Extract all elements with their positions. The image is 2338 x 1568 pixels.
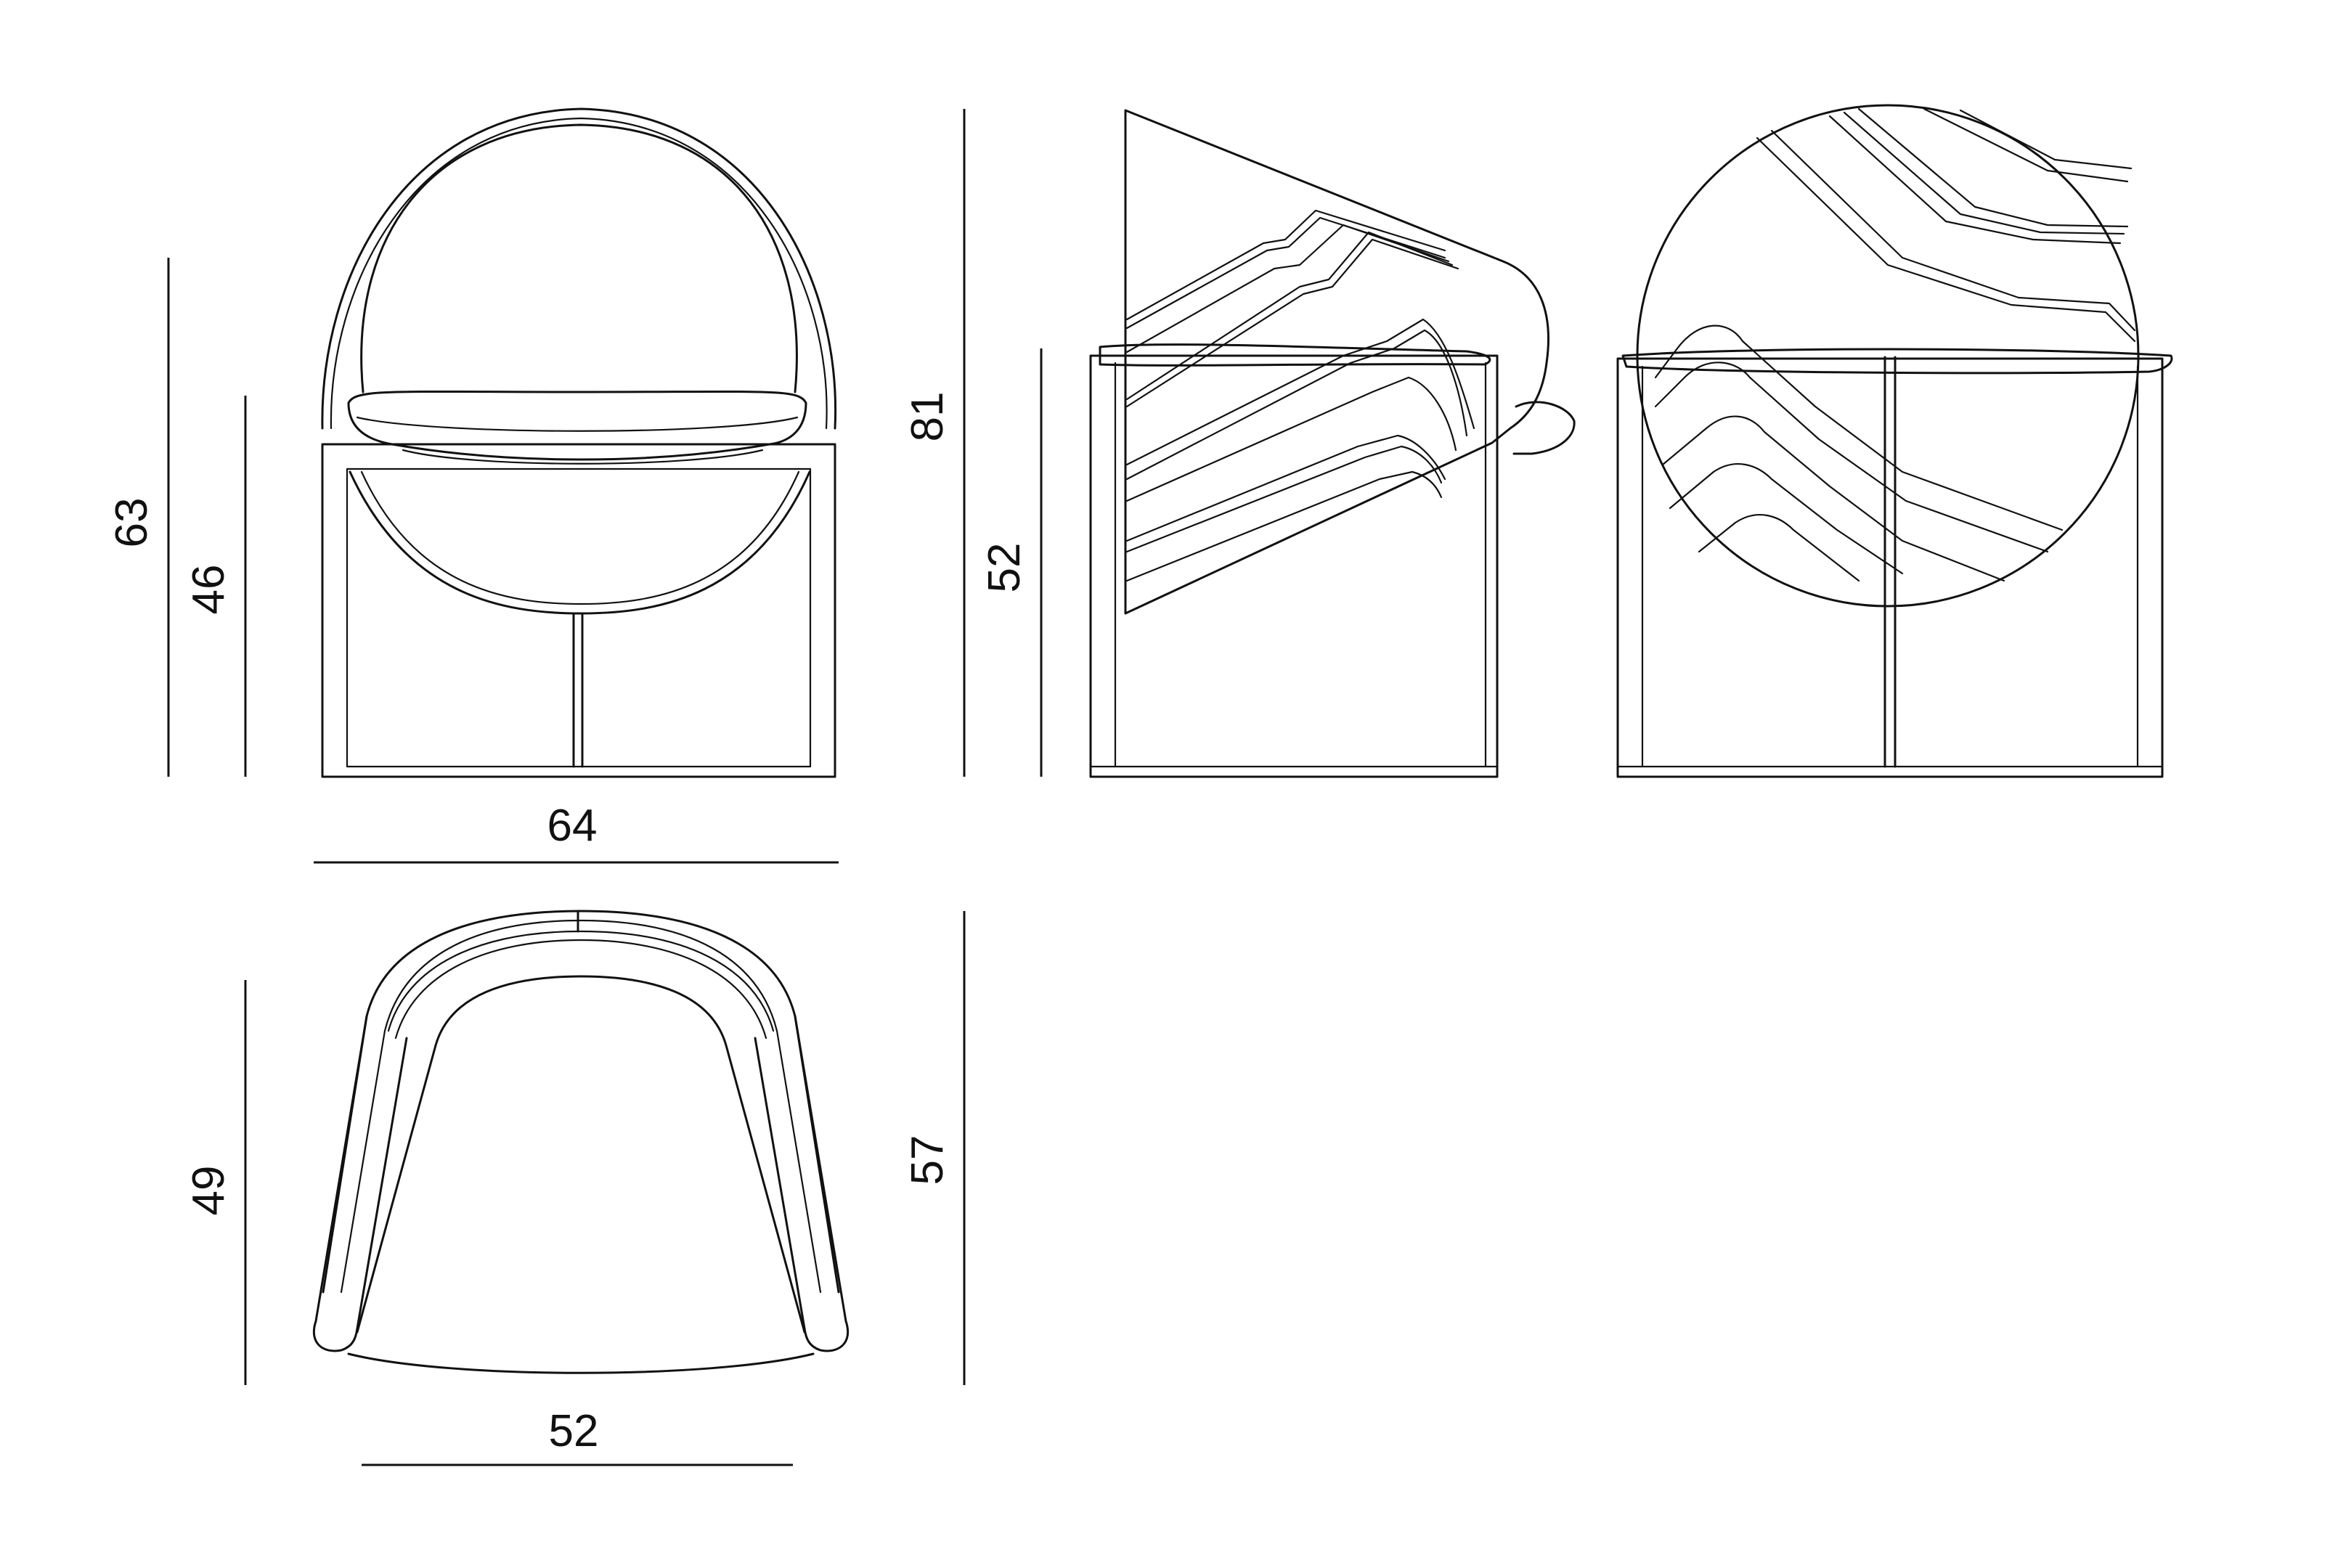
side-shell — [1124, 109, 1549, 615]
side-seat — [1099, 343, 1491, 367]
back-strata-1 — [1756, 136, 2136, 343]
back-strata-8 — [1654, 324, 2064, 531]
label-top-depth-right: 57 — [903, 1135, 953, 1185]
front-frame-inner — [346, 467, 812, 768]
back-strata-12 — [1698, 514, 1860, 582]
back-frame-outer — [1616, 357, 2164, 778]
label-top-depth-left: 49 — [184, 1166, 234, 1216]
back-view — [1616, 104, 2173, 778]
label-top-width: 52 — [549, 1406, 599, 1456]
front-frame-outer — [321, 443, 836, 778]
top-shell-edge-2 — [387, 930, 775, 1032]
back-strata-4 — [1843, 111, 2125, 235]
label-front-seat-height: 46 — [184, 565, 234, 615]
side-strata-5 — [1125, 238, 1459, 408]
back-strata-5 — [1857, 107, 2129, 228]
side-rear-handle — [1512, 401, 1576, 455]
front-seat-base — [402, 449, 764, 465]
side-strata-10 — [1125, 445, 1443, 553]
side-strata-9 — [1125, 434, 1446, 542]
front-shell-outer — [321, 107, 837, 430]
front-seat-cushion-edge — [356, 416, 799, 432]
top-shell-outer — [322, 910, 840, 1294]
front-lower-bowl-inner — [360, 470, 800, 605]
front-shell-inner — [360, 123, 798, 393]
label-front-width: 64 — [547, 801, 598, 851]
side-view — [1089, 109, 1576, 778]
side-strata-6 — [1125, 318, 1475, 466]
back-strata-10 — [1661, 415, 2005, 582]
label-side-overall-height: 81 — [903, 392, 953, 442]
back-strata-3 — [1828, 115, 2122, 245]
top-seat-front-edge — [347, 1352, 815, 1374]
back-strata-9 — [1654, 362, 2049, 553]
back-strata-11 — [1669, 463, 1904, 575]
front-shell-inner-edge — [330, 117, 828, 430]
top-shell-edge-1 — [340, 919, 822, 1294]
back-strata-6 — [1923, 107, 2129, 183]
back-shell-disc — [1636, 104, 2140, 608]
dimension-lines — [167, 109, 1043, 1466]
top-arm-left — [312, 1015, 408, 1352]
top-shell-edge-3 — [394, 939, 767, 1040]
back-seat — [1621, 348, 2173, 375]
side-strata-11 — [1125, 470, 1443, 582]
front-seat-cushion — [347, 390, 807, 461]
label-front-overall-height: 63 — [107, 498, 157, 548]
side-strata-7 — [1125, 329, 1468, 481]
back-strata-7 — [1959, 109, 2133, 170]
top-arm-right — [754, 1015, 850, 1352]
side-strata-8 — [1125, 376, 1457, 502]
front-view — [321, 107, 837, 778]
side-strata-3 — [1125, 224, 1450, 354]
side-strata-2 — [1125, 216, 1446, 330]
side-strata-4 — [1125, 231, 1454, 401]
side-strata-1 — [1125, 209, 1446, 321]
top-view — [312, 910, 850, 1374]
back-strata-2 — [1770, 129, 2136, 332]
front-lower-bowl — [349, 470, 811, 615]
label-side-seat-height: 52 — [979, 543, 1030, 593]
top-seat-inner — [356, 975, 806, 1334]
dimension-labels: 63 46 64 81 52 49 57 52 — [107, 392, 1030, 1456]
side-frame-outer — [1089, 354, 1499, 778]
